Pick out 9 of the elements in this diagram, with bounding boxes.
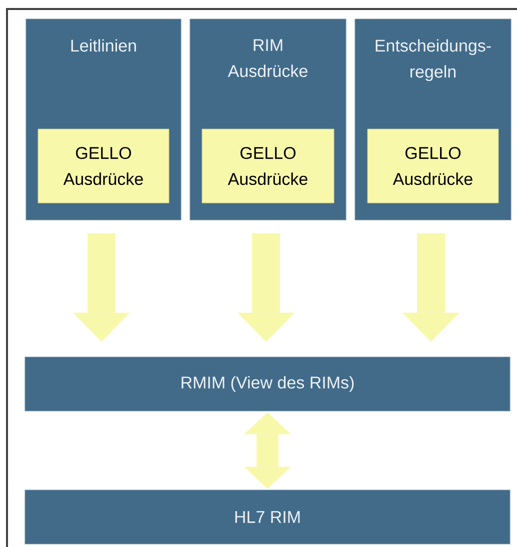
block-arrow <box>238 233 294 342</box>
layer-bar: HL7 RIM <box>24 490 510 544</box>
block-arrow <box>73 233 130 342</box>
expression-box: GELLO Ausdrücke <box>367 128 499 204</box>
layer-bar: RMIM (View des RIMs) <box>24 356 510 412</box>
expression-box: GELLO Ausdrücke <box>38 128 170 204</box>
double-block-arrow <box>244 412 291 489</box>
block-arrow <box>402 233 460 342</box>
expression-box: GELLO Ausdrücke <box>202 128 334 204</box>
